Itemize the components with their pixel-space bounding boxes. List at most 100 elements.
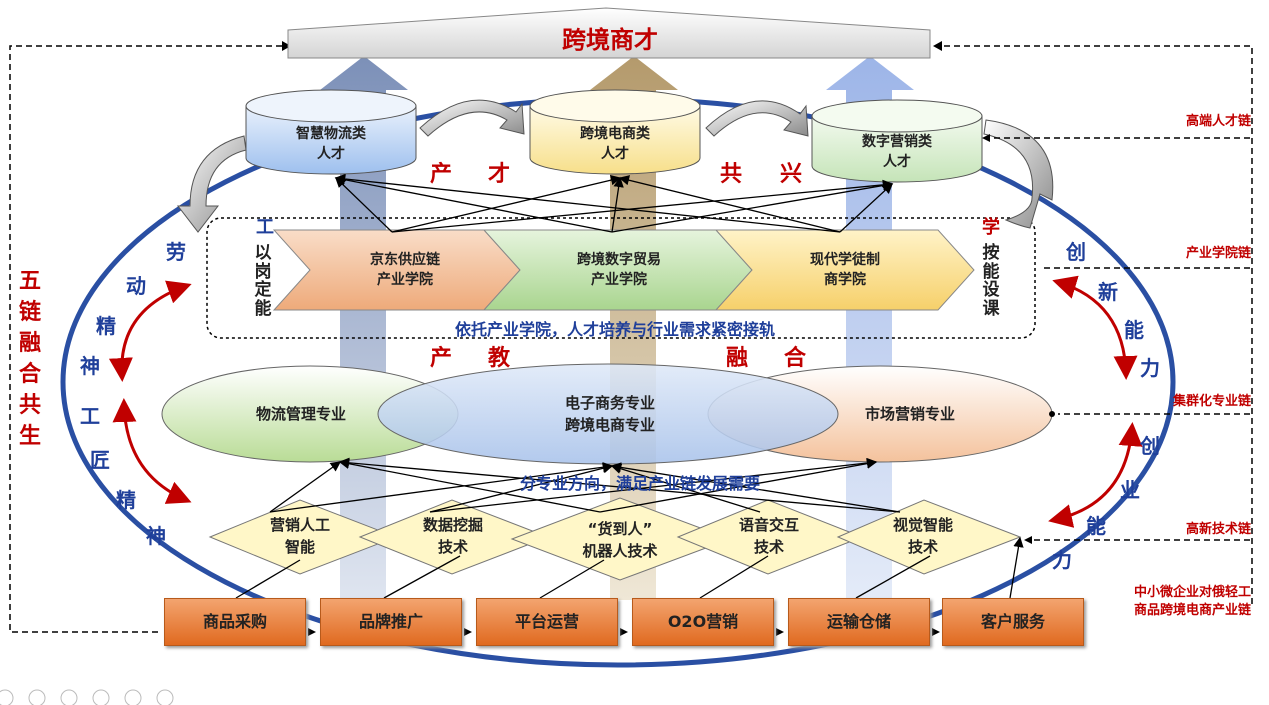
tech-voice-line1: 语音交互 [738, 516, 799, 534]
label-industry-line1: 中小微企业对俄轻工 [1133, 585, 1251, 600]
talent-logistics-line2: 人才 [317, 146, 345, 162]
tech-diamonds [208, 497, 1022, 581]
tech-data-mining-line1: 数据挖掘 [422, 516, 483, 534]
major-ecommerce-line2: 跨境电商专业 [564, 416, 655, 434]
college-apprentice-label: 现代学徒制 商学院 [760, 250, 930, 290]
major-ecommerce-line1: 电子商务专业 [564, 394, 655, 412]
chan-jiao-4: 合 [784, 346, 807, 371]
tech-data-mining-line2: 技术 [437, 538, 468, 556]
outer-dashed-frame [9, 45, 1253, 633]
spirit-shen1: 神 [80, 354, 100, 378]
talent-marketing-line1: 数字营销类 [862, 134, 932, 150]
talent-ecommerce-line1: 跨境电商类 [580, 126, 650, 142]
college-jd-label: 京东供应链 产业学院 [320, 250, 490, 290]
chain-box-service: 客户服务 [942, 598, 1084, 646]
spirit-lao: 劳 [166, 240, 186, 264]
entre-ye: 业 [1120, 478, 1140, 502]
talent-logistics-line1: 智慧物流类 [296, 126, 366, 142]
tech-vision: 视觉智能 技术 [868, 514, 978, 558]
college-apprentice-line2: 商学院 [824, 272, 866, 288]
tech-ai-marketing: 营销人工 智能 [245, 514, 355, 558]
spirit-gong: 工 [80, 404, 100, 428]
college-trade-line1: 跨境数字贸易 [577, 252, 661, 268]
chain-box-logistics: 运输仓储 [788, 598, 930, 646]
major-ellipses [161, 363, 1053, 465]
chan-jiao-3: 融 [726, 346, 749, 371]
tech-ai-marketing-line1: 营销人工 [269, 516, 330, 534]
talent-logistics-label: 智慧物流类 人才 [256, 124, 406, 164]
spirit-shen2: 神 [146, 524, 166, 548]
chan-jiao-1: 产 [430, 346, 453, 371]
tech-robot: “货到人” 机器人技术 [545, 518, 695, 562]
innov-neng: 能 [1124, 318, 1144, 342]
tech-ai-marketing-line2: 智能 [284, 538, 315, 556]
more-icon [156, 689, 174, 705]
chain-box-purchase: 商品采购 [164, 598, 306, 646]
curved-arrows [176, 99, 1054, 233]
xing-char: 兴 [780, 162, 803, 187]
college-apprentice-line1: 现代学徒制 [810, 252, 880, 268]
innov-li: 力 [1140, 356, 1160, 380]
innov-xin: 新 [1098, 280, 1118, 304]
right-xue-char: 学 [982, 217, 1000, 238]
five-chain-label: 五链融合共生 [18, 269, 41, 449]
spirit-jing1: 精 [96, 314, 116, 338]
entre-chuang: 创 [1140, 434, 1160, 458]
tech-voice: 语音交互 技术 [714, 514, 824, 558]
page-title: 跨境商才 [562, 26, 658, 54]
tech-vision-line1: 视觉智能 [892, 516, 953, 534]
chain-to-tech-arrows [235, 457, 1024, 599]
college-to-talent-arrows [334, 173, 894, 233]
cai-char: 才 [488, 162, 511, 187]
chain-box-o2o: O2O营销 [632, 598, 774, 646]
college-caption: 依托产业学院，人才培养与行业需求紧密接轨 [454, 320, 775, 339]
college-trade-label: 跨境数字贸易 产业学院 [534, 250, 704, 290]
label-industry-line2: 商品跨境电商产业链 [1133, 603, 1251, 618]
talent-ecommerce-label: 跨境电商类 人才 [540, 124, 690, 164]
zoom-icon [124, 689, 142, 705]
innov-chuang: 创 [1066, 240, 1086, 264]
chan-jiao-2: 教 [488, 346, 511, 371]
top-left-arrowhead [282, 41, 291, 51]
college-trade-line2: 产业学院 [591, 272, 647, 288]
talent-ecommerce-line2: 人才 [601, 146, 629, 162]
chain-box-brand: 品牌推广 [320, 598, 462, 646]
label-cluster-chain: 集群化专业链 [1172, 394, 1251, 409]
tech-robot-line1: “货到人” [587, 520, 653, 538]
label-industry-chain: 中小微企业对俄轻工 商品跨境电商产业链 [1134, 584, 1251, 620]
left-vertical-text: 以岗定能 [254, 243, 272, 320]
right-vertical-text: 按能设课 [982, 243, 1000, 320]
tech-robot-line2: 机器人技术 [582, 542, 658, 560]
right-dashed-arrowheads [982, 134, 1055, 544]
next-icon [28, 689, 46, 705]
title-banner [287, 7, 931, 59]
pen-icon [60, 689, 78, 705]
label-high-talent-chain: 高端人才链 [1185, 114, 1251, 129]
college-jd-line1: 京东供应链 [370, 252, 440, 268]
major-ecommerce: 电子商务专业 跨境电商专业 [520, 392, 700, 436]
major-logistics: 物流管理专业 [255, 405, 346, 423]
gong-char: 共 [720, 162, 743, 187]
right-dashed-connectors [990, 137, 1250, 541]
talent-marketing-line2: 人才 [883, 154, 911, 170]
label-tech-chain: 高新技术链 [1185, 522, 1251, 537]
spirit-dong: 动 [126, 274, 146, 298]
tech-voice-line2: 技术 [753, 538, 784, 556]
tech-vision-line2: 技术 [907, 538, 938, 556]
chain-flow-arrows [308, 628, 940, 636]
chain-box-platform: 平台运营 [476, 598, 618, 646]
spirit-jiang: 匠 [90, 448, 110, 472]
slides-icon [92, 689, 110, 705]
prev-icon [0, 689, 14, 705]
chan-char: 产 [430, 162, 453, 187]
top-right-arrowhead [933, 41, 942, 51]
majors-caption: 分专业方向，满足产业链发展需要 [519, 474, 760, 493]
entre-li: 力 [1052, 548, 1072, 572]
college-chevrons [272, 229, 975, 311]
spirit-jing2: 精 [116, 488, 136, 512]
major-marketing: 市场营销专业 [864, 405, 955, 423]
entre-neng: 能 [1086, 514, 1106, 538]
talent-cylinders [245, 89, 983, 183]
tech-data-mining: 数据挖掘 技术 [398, 514, 508, 558]
